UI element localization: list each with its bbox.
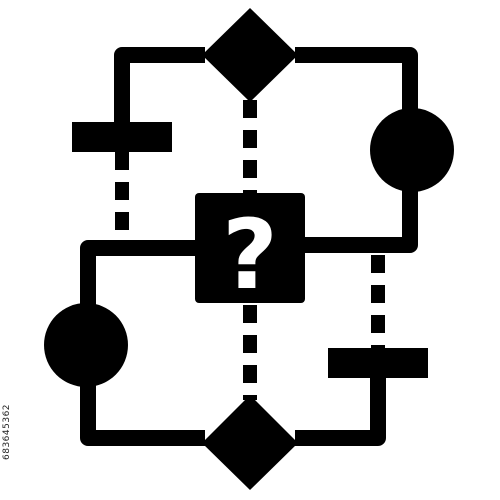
decision-diamond-top xyxy=(202,8,298,102)
circle-node-right xyxy=(370,108,454,192)
circle-node-left xyxy=(44,303,128,387)
connector-top-right xyxy=(295,47,418,110)
process-rect-left xyxy=(72,122,172,152)
decision-diamond-bottom xyxy=(202,395,298,490)
question-mark-icon: ? xyxy=(222,199,278,311)
question-box xyxy=(195,193,305,303)
connector-top-left xyxy=(114,47,205,135)
connector-bottom-left xyxy=(80,385,205,446)
connector-bottom-right xyxy=(295,378,386,446)
process-rect-right xyxy=(328,348,428,378)
connector-left xyxy=(80,240,195,305)
connector-right xyxy=(305,190,418,253)
